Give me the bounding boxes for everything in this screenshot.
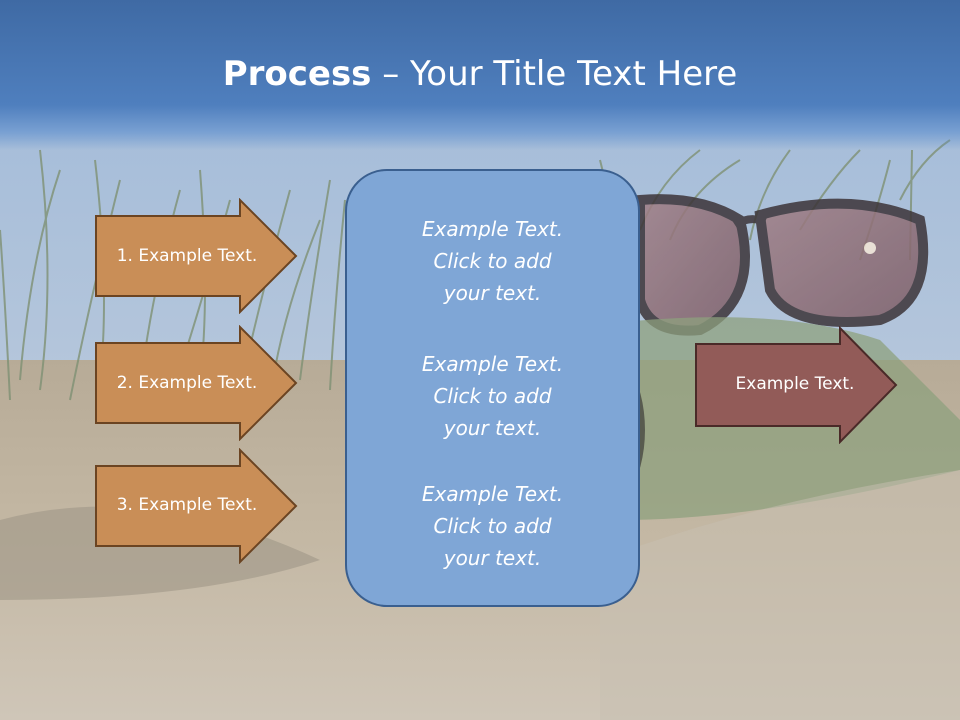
- center-text-box[interactable]: [345, 169, 640, 607]
- step-label-2: 2. Example Text.: [116, 373, 258, 393]
- center-paragraph-2[interactable]: Example Text. Click to add your text.: [345, 348, 640, 444]
- title-bar: [0, 0, 960, 150]
- paragraph-line: Example Text.: [421, 352, 564, 376]
- paragraph-line: your text.: [443, 546, 542, 570]
- slide-title[interactable]: Process – Your Title Text Here: [0, 52, 960, 96]
- step-arrow-1[interactable]: [94, 198, 300, 314]
- step-label-1: 1. Example Text.: [116, 246, 258, 266]
- paragraph-line: Click to add: [433, 514, 552, 538]
- title-bold: Process: [222, 54, 372, 94]
- paragraph-line: your text.: [443, 281, 542, 305]
- center-paragraph-3[interactable]: Example Text. Click to add your text.: [345, 478, 640, 574]
- step-arrow-3[interactable]: [94, 448, 300, 564]
- title-rest: – Your Title Text Here: [371, 54, 738, 94]
- paragraph-line: your text.: [443, 416, 542, 440]
- step-arrow-2[interactable]: [94, 325, 300, 441]
- output-label: Example Text.: [735, 374, 855, 394]
- output-arrow[interactable]: [694, 326, 900, 444]
- paragraph-line: Example Text.: [421, 482, 564, 506]
- paragraph-line: Click to add: [433, 384, 552, 408]
- center-paragraph-1[interactable]: Example Text. Click to add your text.: [345, 213, 640, 309]
- paragraph-line: Example Text.: [421, 217, 564, 241]
- step-label-3: 3. Example Text.: [116, 495, 258, 515]
- paragraph-line: Click to add: [433, 249, 552, 273]
